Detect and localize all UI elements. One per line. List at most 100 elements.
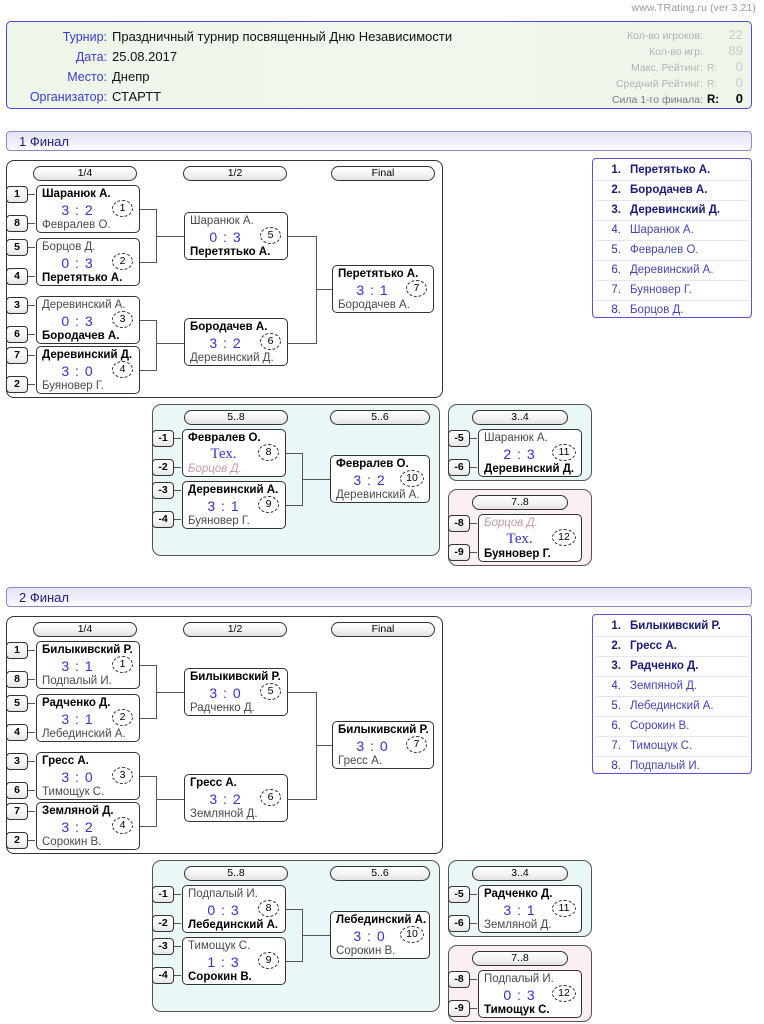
final-ranking-list: 1.Перетятько А.2.Бородачев А.3.Деревинск…: [592, 158, 752, 318]
match-player-top: Подпалый И.: [484, 973, 554, 985]
seed-badge[interactable]: -8: [448, 971, 470, 988]
stat-row-max-rating: Макс. Рейтинг:R:0: [493, 59, 743, 75]
ranking-row[interactable]: 2.Гресс А.: [595, 637, 749, 657]
match-game-number: 5: [260, 227, 281, 244]
match-player-bottom: Буяновер Г.: [188, 515, 250, 527]
seed-badge[interactable]: -2: [152, 915, 174, 932]
connector-s1-out: [288, 236, 316, 237]
seed-connector-tick: [174, 894, 181, 895]
seed-badge[interactable]: 8: [6, 671, 28, 688]
seed-badge[interactable]: -6: [448, 459, 470, 476]
seed-badge[interactable]: -1: [152, 430, 174, 447]
seed-badge[interactable]: -9: [448, 1000, 470, 1017]
ranking-row[interactable]: 6.Деревинский А.: [595, 261, 749, 281]
match-box[interactable]: Февралев О.Тех.Борцов Д.: [182, 429, 286, 477]
seed-badge[interactable]: 2: [6, 376, 28, 393]
seed-badge[interactable]: -6: [448, 915, 470, 932]
match-player-bottom: Лебединский А.: [188, 919, 279, 931]
seed-connector-tick: [470, 438, 477, 439]
match-player-bottom: Лебединский А.: [42, 728, 126, 740]
seed-badge[interactable]: 3: [6, 297, 28, 314]
seed-badge[interactable]: 7: [6, 347, 28, 364]
seed-badge[interactable]: -5: [448, 886, 470, 903]
seed-badge[interactable]: 1: [6, 642, 28, 659]
seed-badge[interactable]: -5: [448, 430, 470, 447]
ranking-row[interactable]: 8.Подпалый И.: [595, 757, 749, 776]
round-header-semi: 1/2: [183, 622, 287, 637]
seed-badge[interactable]: -3: [152, 482, 174, 499]
connector-semi1-in: [156, 692, 184, 693]
match-score: 3 : 2: [61, 202, 94, 218]
seed-badge[interactable]: -4: [152, 511, 174, 528]
ranking-player-name: Борцов Д.: [630, 304, 684, 316]
seed-connector-tick: [28, 703, 35, 704]
seed-badge[interactable]: 6: [6, 782, 28, 799]
seed-connector-tick: [470, 467, 477, 468]
seed-badge[interactable]: -3: [152, 938, 174, 955]
seed-badge[interactable]: 4: [6, 268, 28, 285]
seed-badge[interactable]: 4: [6, 724, 28, 741]
match-game-number: 11: [552, 444, 576, 461]
seed-badge[interactable]: 6: [6, 326, 28, 343]
round-header-7-8: 7..8: [472, 951, 568, 966]
ranking-row[interactable]: 7.Тимощук С.: [595, 737, 749, 757]
seed-badge[interactable]: -9: [448, 544, 470, 561]
seed-badge[interactable]: 2: [6, 832, 28, 849]
match-player-top: Перетятько А.: [338, 268, 419, 280]
round-header-5-6: 5..6: [330, 866, 430, 881]
ranking-row[interactable]: 3.Радченко Д.: [595, 657, 749, 677]
connector-q4-out: [140, 370, 156, 371]
seed-badge[interactable]: 8: [6, 215, 28, 232]
match-score: Тех.: [506, 531, 533, 547]
ranking-row[interactable]: 8.Борцов Д.: [595, 301, 749, 320]
seed-badge[interactable]: -4: [152, 967, 174, 984]
ranking-row[interactable]: 4.Шаранюк А.: [595, 221, 749, 241]
ranking-row[interactable]: 2.Бородачев А.: [595, 181, 749, 201]
match-score: 3 : 0: [61, 363, 94, 379]
ranking-row[interactable]: 6.Сорокин В.: [595, 717, 749, 737]
round-header-5-8: 5..8: [184, 866, 288, 881]
match-game-number: 3: [112, 311, 133, 328]
seed-badge[interactable]: -2: [152, 459, 174, 476]
match-game-number: 3: [112, 767, 133, 784]
seed-badge[interactable]: 3: [6, 753, 28, 770]
ranking-row[interactable]: 1.Билыкивский Р.: [595, 617, 749, 637]
ranking-row[interactable]: 7.Буяновер Г.: [595, 281, 749, 301]
ranking-row[interactable]: 1.Перетятько А.: [595, 161, 749, 181]
seed-badge[interactable]: 5: [6, 695, 28, 712]
seed-connector-tick: [28, 247, 35, 248]
ranking-position: 8.: [611, 760, 621, 772]
ranking-row[interactable]: 4.Земпяной Д.: [595, 677, 749, 697]
ranking-row[interactable]: 5.Февралев О.: [595, 241, 749, 261]
match-player-bottom: Февралев О.: [42, 219, 111, 231]
seed-badge[interactable]: 1: [6, 186, 28, 203]
seed-badge[interactable]: -8: [448, 515, 470, 532]
ranking-row[interactable]: 3.Деревинский Д.: [595, 201, 749, 221]
seed-badge[interactable]: -1: [152, 886, 174, 903]
ranking-row[interactable]: 5.Лебединский А.: [595, 697, 749, 717]
match-player-bottom: Деревинский Д.: [190, 352, 274, 364]
match-player-top: Бородачев А.: [190, 321, 268, 333]
seed-connector-tick: [28, 334, 35, 335]
connector-c2-out: [286, 961, 302, 962]
match-player-bottom: Радченко Д.: [190, 702, 255, 714]
info-row-date: Дата:25.08.2017: [7, 47, 477, 67]
connector-final-in: [316, 745, 332, 746]
match-player-top: Радченко Д.: [484, 888, 553, 900]
seed-badge[interactable]: 7: [6, 803, 28, 820]
match-game-number: 6: [260, 333, 281, 350]
match-score: 0 : 3: [61, 313, 94, 329]
seed-badge[interactable]: 5: [6, 239, 28, 256]
